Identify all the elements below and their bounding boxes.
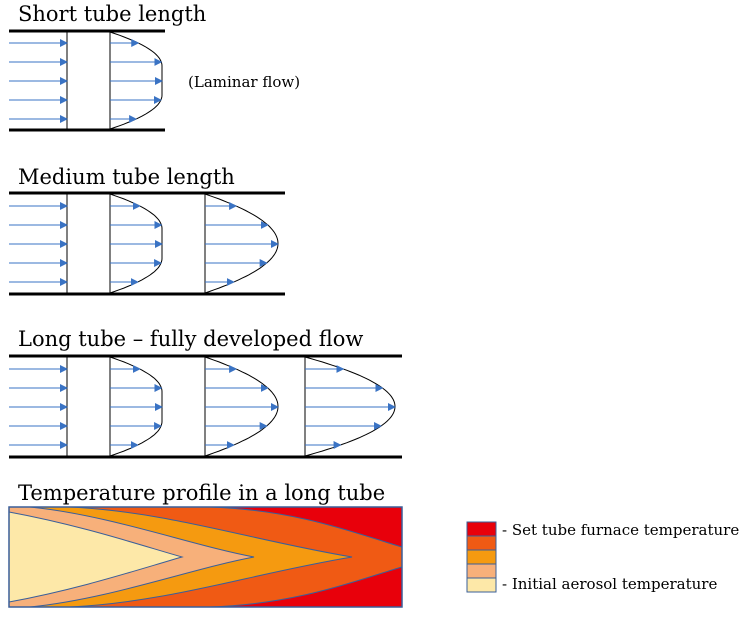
uniform-velocity-profile (9, 31, 68, 130)
developing-velocity-profile-2 (204, 356, 279, 457)
temperature-profile-panel (8, 506, 403, 608)
laminar-flow-note: (Laminar flow) (188, 73, 301, 91)
temperature-legend (466, 521, 497, 593)
title-short-tube: Short tube length (18, 2, 207, 26)
developing-velocity-profile (109, 356, 163, 457)
temp-tube-outline (8, 506, 403, 608)
legend-swatch-set-temperature (466, 521, 497, 537)
medium-tube-panel (9, 191, 285, 296)
legend-swatch-initial-temperature (466, 577, 497, 593)
temp-zone-coolest (8, 511, 184, 603)
title-temperature-profile: Temperature profile in a long tube (18, 481, 386, 505)
legend-label-initial-temperature: - Initial aerosol temperature (502, 575, 718, 593)
title-long-tube: Long tube – fully developed flow (18, 327, 364, 351)
title-medium-tube: Medium tube length (18, 165, 235, 189)
legend-label-set-temperature: - Set tube furnace temperature (502, 521, 740, 539)
legend-swatch-mild (466, 563, 497, 579)
legend-swatch-warm (466, 549, 497, 565)
developing-velocity-profile (109, 193, 163, 294)
legend-swatch-hot (466, 535, 497, 551)
long-tube-panel (9, 354, 402, 459)
short-tube-panel (9, 29, 165, 132)
developing-velocity-profile (109, 31, 163, 130)
fully-developed-velocity-profile (304, 356, 396, 457)
developing-velocity-profile-2 (204, 193, 279, 294)
uniform-velocity-profile (9, 356, 68, 457)
uniform-velocity-profile (9, 193, 68, 294)
